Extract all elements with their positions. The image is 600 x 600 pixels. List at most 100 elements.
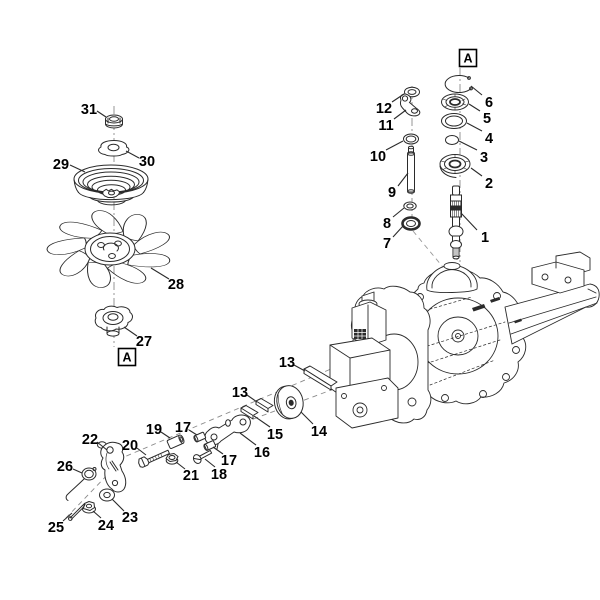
part-10-o-ring [403, 133, 419, 145]
leader-line-6 [470, 85, 483, 96]
part-label-13: 13 [279, 355, 295, 371]
housing-dome [426, 262, 478, 293]
leader-line-20 [136, 447, 147, 456]
part-label-19: 19 [146, 422, 162, 438]
pin-connector-dash [412, 230, 448, 273]
leader-line-10 [385, 140, 404, 151]
leader-line-3 [458, 140, 478, 151]
leader-line-18 [204, 458, 216, 468]
leader-line-5 [468, 103, 481, 112]
leader-line-4 [466, 122, 483, 132]
transmission-housing [329, 251, 600, 429]
leader-line-29 [69, 164, 86, 173]
part-label-5: 5 [483, 111, 491, 127]
control-pin-stack [400, 86, 421, 231]
axle-bracket [531, 251, 591, 294]
leader-line-31 [96, 110, 107, 118]
fan-pulley-assembly [44, 114, 174, 337]
input-shaft-stack [439, 75, 473, 260]
leader-line-15 [253, 415, 271, 428]
leader-line-26 [72, 468, 83, 474]
part-15-key [240, 405, 259, 420]
part-label-6: 6 [485, 95, 493, 111]
part-label-26: 26 [57, 459, 73, 475]
part-label-29: 29 [53, 157, 69, 173]
reference-marker-box-0 [458, 48, 478, 68]
part-label-7: 7 [383, 236, 391, 252]
part-label-18: 18 [211, 467, 227, 483]
leader-line-28 [150, 267, 170, 280]
part-label-9: 9 [388, 185, 396, 201]
part-label-8: 8 [383, 216, 391, 232]
part-9-pin [407, 145, 415, 194]
part-label-2: 2 [485, 176, 493, 192]
part-1-shaft [448, 185, 464, 260]
leader-line-30 [125, 150, 140, 159]
brake-linkage-assembly [65, 365, 338, 521]
part-label-24: 24 [98, 518, 114, 534]
leader-line-23 [111, 498, 125, 512]
part-31-locknut [105, 114, 123, 129]
part-label-27: 27 [136, 334, 152, 350]
part-label-20: 20 [122, 438, 138, 454]
part-label-14: 14 [311, 424, 327, 440]
leader-line-7 [392, 225, 404, 238]
part-25-pin [68, 503, 86, 521]
leader-line-1 [460, 212, 478, 231]
part-16-brake-arm [204, 414, 251, 450]
casting-glyphs [472, 297, 522, 324]
part-5-bearing [441, 93, 469, 111]
part-17-pin-b [203, 440, 217, 451]
leader-line-13 [246, 394, 258, 403]
part-label-28: 28 [168, 277, 184, 293]
pump-section [329, 291, 399, 429]
part-2-bearing [439, 154, 471, 178]
leader-line-9 [397, 172, 409, 187]
part-14-brake-disc [273, 385, 304, 420]
fan-hub [84, 232, 136, 266]
part-27-fan-hub [94, 305, 133, 337]
part-label-4: 4 [485, 131, 493, 147]
axle-tube [504, 283, 600, 345]
leader-line-17 [212, 446, 224, 455]
reference-marker-box-1 [117, 347, 137, 367]
part-20-bolt [138, 449, 170, 468]
part-18-bolt [192, 449, 213, 464]
leader-line-19 [160, 431, 171, 439]
part-28-fan [44, 209, 174, 290]
part-label-17: 17 [221, 453, 237, 469]
part-30-tab-washer [98, 140, 130, 157]
part-3-o-ring [445, 135, 459, 145]
reference-marker-label-1: A [122, 351, 131, 365]
reference-marker-layer: AA [117, 48, 478, 367]
part-label-1: 1 [481, 230, 489, 246]
part-8-washer [403, 201, 417, 211]
part-19-bushing [166, 434, 185, 449]
part-12-flange-nut [404, 86, 420, 98]
leader-line-16 [239, 432, 257, 446]
leader-line-24 [92, 510, 102, 519]
leader-line-14 [300, 411, 314, 425]
part-label-15: 15 [267, 427, 283, 443]
part-label-13: 13 [232, 385, 248, 401]
part-label-12: 12 [376, 101, 392, 117]
leader-line-25 [62, 512, 73, 522]
part-21-nut [165, 453, 179, 465]
part-23-washer [99, 488, 115, 502]
part-label-3: 3 [480, 150, 488, 166]
leader-line-13 [293, 364, 306, 372]
part-label-16: 16 [254, 445, 270, 461]
leader-line-8 [392, 207, 405, 218]
part-6-snap-ring [444, 75, 473, 93]
part-13-key-short [255, 398, 274, 413]
part-label-10: 10 [370, 149, 386, 165]
part-26-spring [65, 467, 97, 501]
leader-line-27 [123, 326, 138, 337]
leader-line-12 [391, 93, 405, 103]
fan-blades [44, 209, 174, 290]
leader-line-11 [393, 109, 407, 120]
part-label-22: 22 [82, 432, 98, 448]
part-label-30: 30 [139, 154, 155, 170]
